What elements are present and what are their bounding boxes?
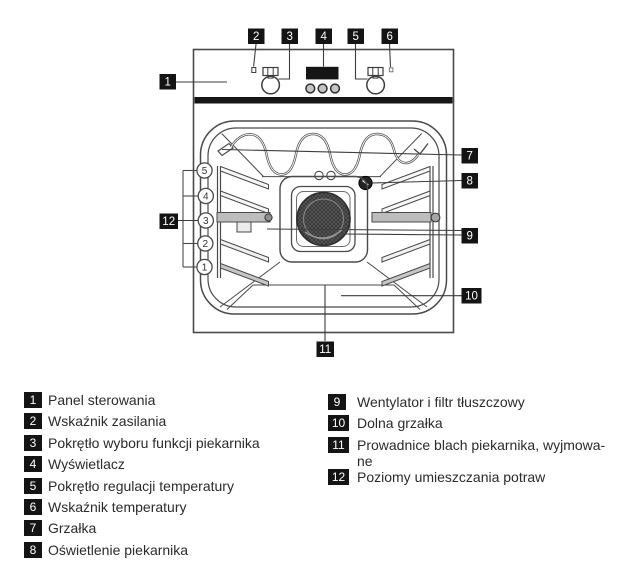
svg-text:10: 10: [465, 291, 478, 303]
legend-label-9: Wentylator i filtr tłuszczowy: [357, 394, 525, 410]
legend-number-11: 11: [328, 436, 349, 453]
callout-3: 3: [281, 28, 298, 44]
shelf-levels: 5 4 3 2 1: [182, 162, 215, 276]
panel-bottom-bar: [194, 97, 453, 104]
fan-filter-mesh: [296, 191, 351, 247]
legend-label-11-line1: Prowadnice blach piekarnika, wyjmowa-: [357, 436, 606, 453]
svg-text:1: 1: [202, 263, 208, 274]
legend-label-11: Prowadnice blach piekarnika, wyjmowa- ne: [357, 437, 605, 470]
legend-label-12: Poziomy umieszczania potraw: [357, 468, 546, 485]
legend-label-8: Oświetlenie piekarnika: [48, 541, 189, 558]
legend-label-1: Panel sterowania: [48, 392, 156, 408]
callout-1: 1: [159, 74, 176, 90]
display: [306, 66, 339, 80]
svg-text:7: 7: [466, 151, 472, 163]
legend-number-8: 8: [24, 541, 42, 558]
svg-text:3: 3: [203, 216, 209, 227]
svg-text:12: 12: [162, 216, 175, 228]
legend-number-12: 12: [328, 468, 349, 485]
callout-4: 4: [315, 28, 332, 44]
svg-text:3: 3: [286, 31, 292, 43]
shelf-rails-right: [371, 165, 441, 287]
legend-number-10: 10: [328, 415, 349, 432]
svg-text:4: 4: [320, 31, 327, 43]
panel-button-1: [305, 83, 316, 94]
legend-label-7: Grzałka: [48, 520, 97, 537]
callout-line-3: [278, 44, 291, 80]
shelf-level-5: 5: [196, 162, 213, 179]
callout-line-7: [221, 148, 462, 156]
shelf-level-2: 2: [197, 235, 214, 252]
legend-label-10: Dolna grzałka: [357, 415, 443, 432]
callout-2: 2: [248, 28, 265, 44]
legend-number-9: 9: [328, 394, 346, 410]
legend-number-4: 4: [24, 456, 42, 473]
callout-line-9b: [337, 233, 462, 236]
callout-line-8: [372, 179, 462, 184]
control-panel: [251, 66, 394, 95]
callout-7: 7: [461, 148, 478, 164]
svg-text:11: 11: [319, 344, 331, 356]
legend-label-3: Pokrętło wyboru funkcji piekarnika: [48, 434, 260, 451]
callout-line-6: [388, 43, 392, 68]
callout-6: 6: [381, 28, 398, 44]
bottom-heater-zone: [219, 261, 428, 310]
svg-text:4: 4: [203, 192, 209, 203]
callout-lines: [176, 43, 462, 341]
grill-element: [217, 132, 429, 181]
callout-12: 12: [159, 213, 178, 229]
svg-text:1: 1: [164, 77, 170, 89]
temperature-indicator: [388, 67, 394, 73]
shelf-level-1: 1: [196, 258, 213, 276]
shelf-level-3: 3: [197, 212, 215, 229]
callout-line-2: [253, 43, 257, 67]
panel-button-3: [329, 83, 341, 94]
callout-9: 9: [461, 228, 478, 244]
callouts: 1 2 3 4 5 6 7: [159, 28, 482, 357]
callout-5: 5: [347, 28, 364, 44]
svg-text:2: 2: [253, 31, 259, 43]
fan-and-filter: [279, 175, 369, 263]
legend-number-7: 7: [24, 520, 42, 537]
callout-11: 11: [316, 341, 334, 357]
legend-number-1: 1: [24, 392, 42, 408]
telescopic-runner-right: [371, 212, 432, 223]
callout-8: 8: [461, 173, 478, 189]
telescopic-runner-left: [216, 212, 271, 223]
panel-button-2: [317, 83, 328, 94]
svg-text:6: 6: [386, 31, 392, 43]
shelf-rails-left: [216, 165, 273, 287]
legend-label-6: Wskaźnik temperatury: [48, 499, 187, 515]
svg-text:5: 5: [352, 31, 358, 43]
function-knob: [261, 75, 281, 95]
legend-label-5: Pokrętło regulacji temperatury: [48, 477, 234, 494]
temperature-knob: [366, 75, 386, 95]
oven-cavity: [199, 120, 448, 315]
svg-text:2: 2: [203, 239, 209, 250]
callout-line-5: [354, 44, 368, 80]
power-indicator: [251, 67, 257, 73]
callout-10: 10: [461, 288, 482, 304]
oven-diagram: 5 4 3 2 1: [159, 28, 482, 357]
legend-label-2: Wskaźnik zasilania: [48, 413, 167, 430]
shelf-level-4: 4: [197, 187, 215, 205]
callout-line-9a: [266, 228, 462, 232]
legend-label-11-line2: ne: [357, 453, 373, 470]
legend-label-4: Wyświetlacz: [48, 456, 125, 473]
legend-number-2: 2: [24, 413, 42, 430]
svg-text:5: 5: [202, 166, 208, 177]
legend-number-3: 3: [24, 434, 42, 451]
svg-text:9: 9: [466, 231, 472, 243]
legend-number-6: 6: [24, 499, 42, 515]
svg-text:8: 8: [466, 176, 472, 188]
panel-buttons: [305, 83, 341, 94]
legend-number-5: 5: [24, 477, 42, 494]
